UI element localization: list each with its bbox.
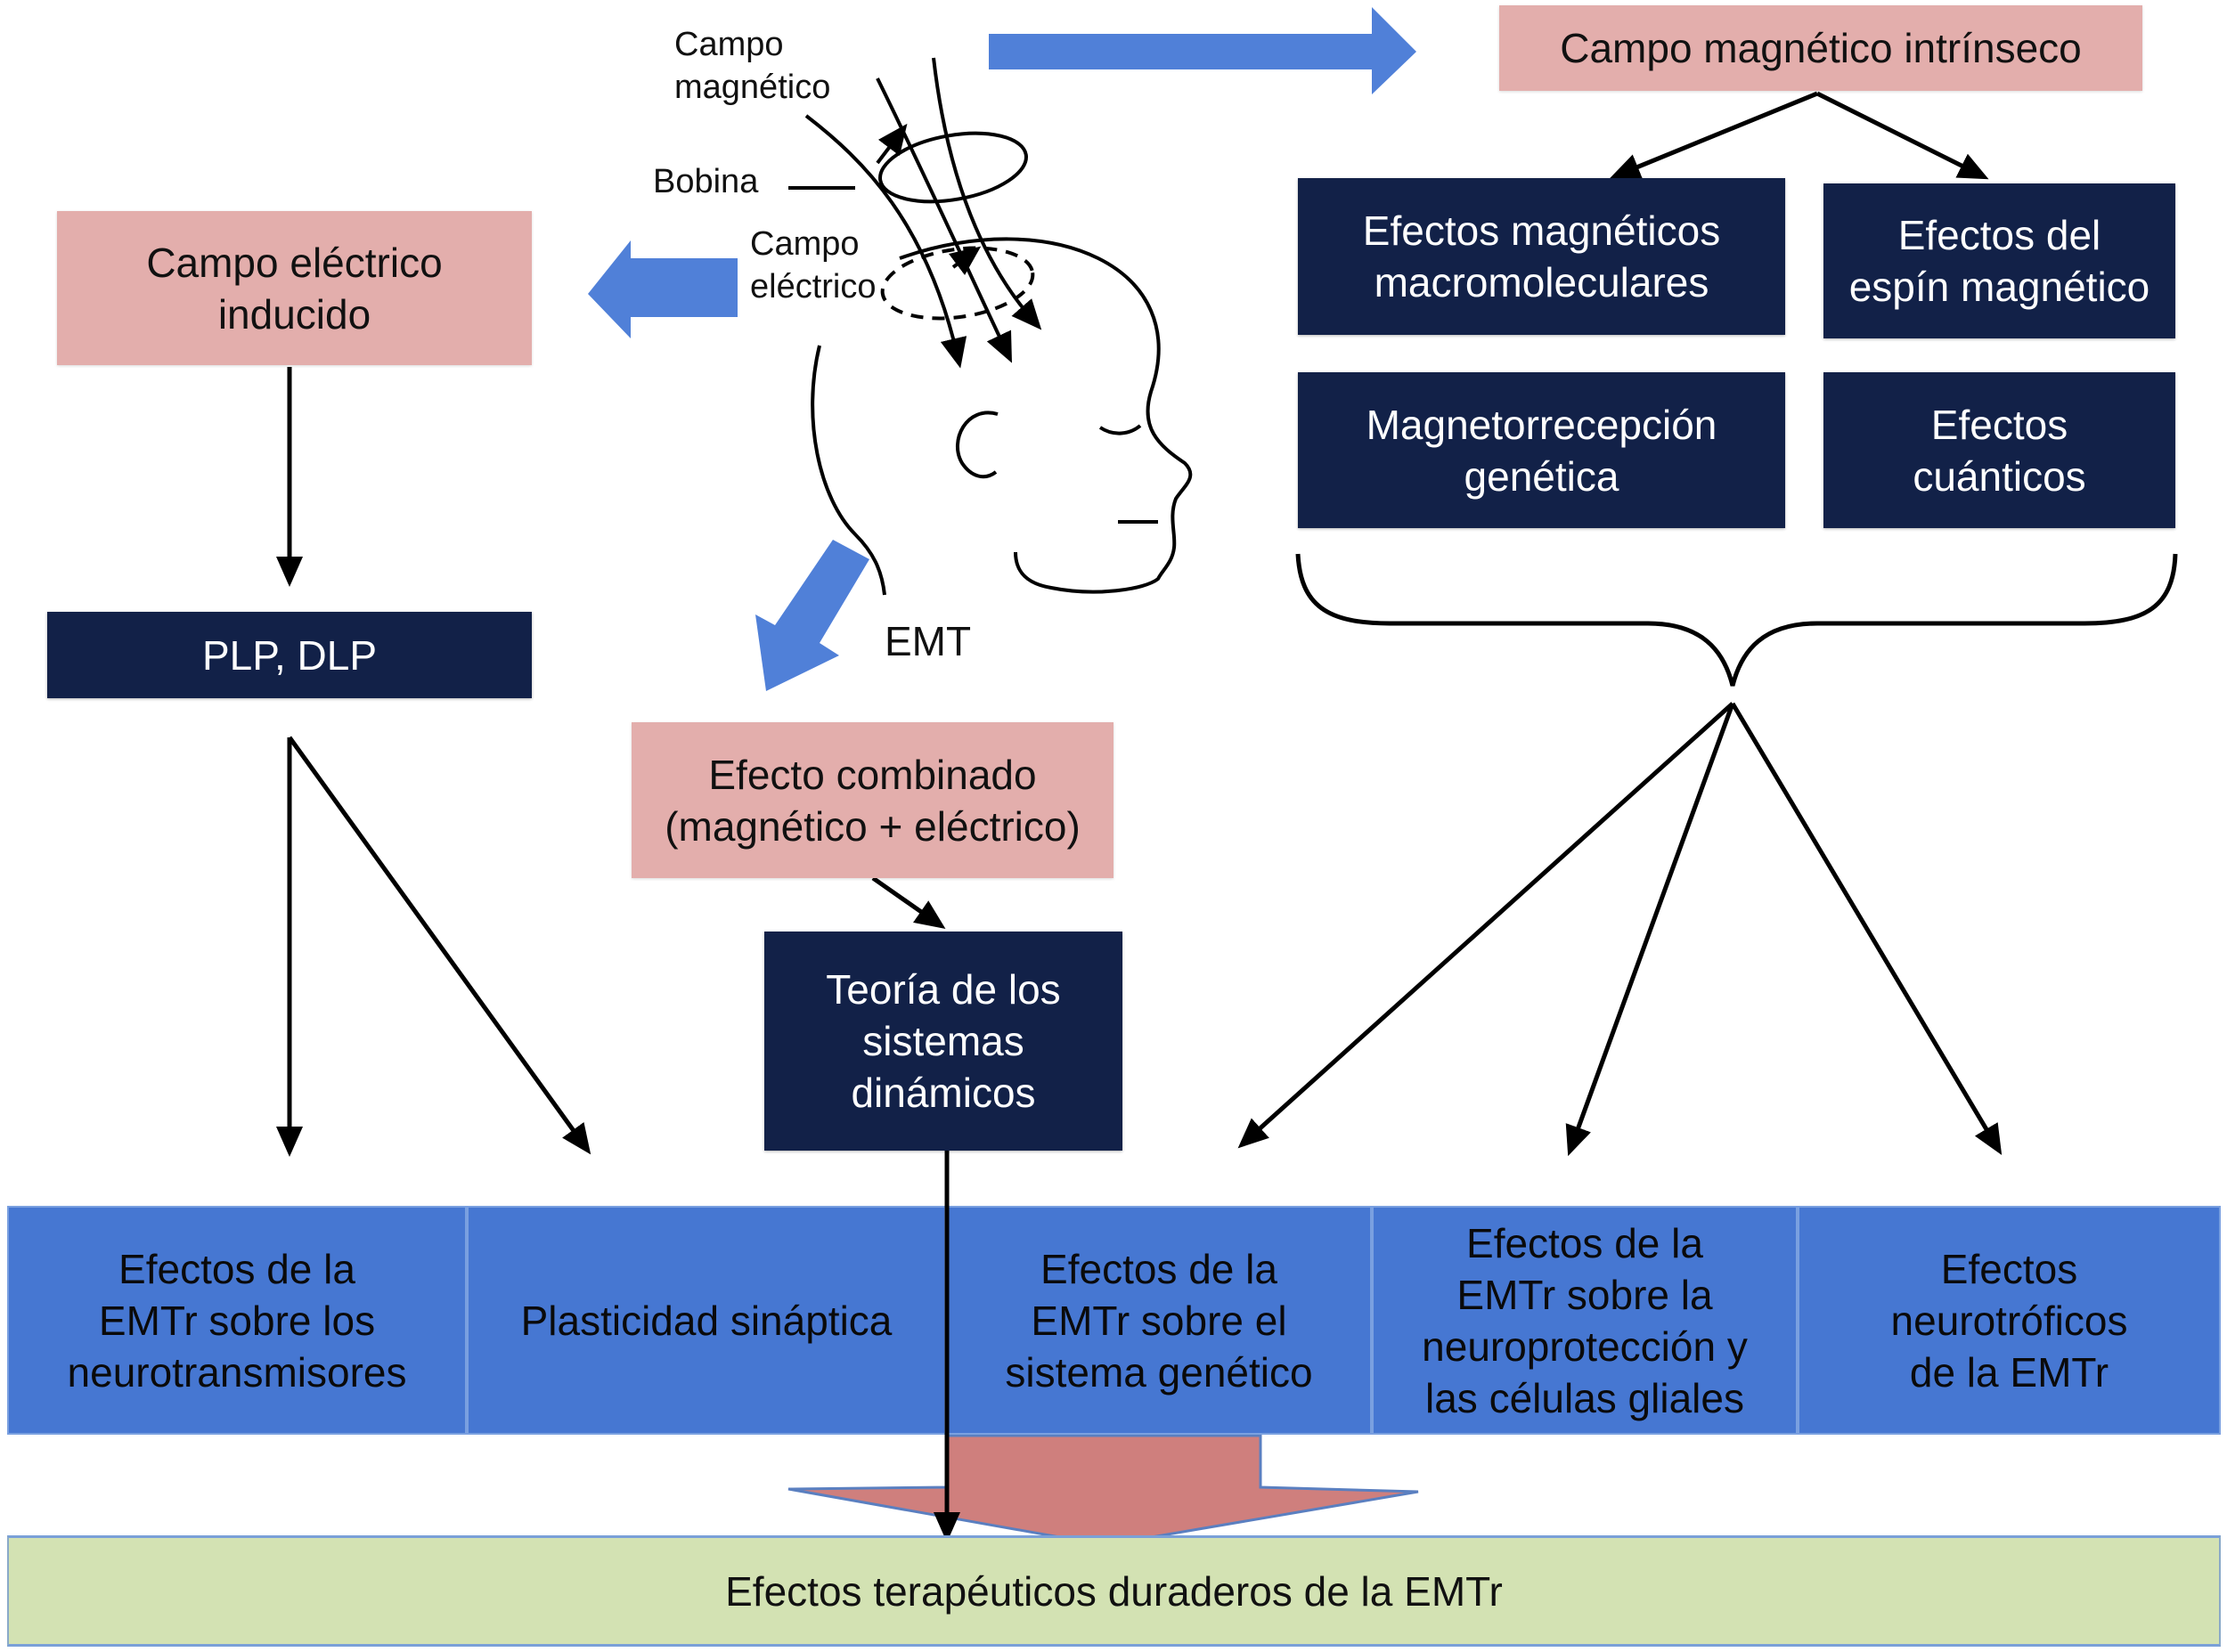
quantum-effects-box: Efectos cuánticos	[1823, 372, 2175, 528]
synaptic-plasticity-box: Plasticidad sináptica	[467, 1206, 946, 1435]
left-connectors	[276, 367, 946, 1157]
neuroprotection-glial-effects-box: Efectos de la EMTr sobre la neuroprotecc…	[1372, 1206, 1798, 1435]
blue-arrow-right	[989, 7, 1416, 94]
blue-arrow-down-left	[755, 540, 869, 691]
magnetic-spin-effects-box: Efectos del espín magnético	[1823, 183, 2175, 338]
combined-effect-box: Efecto combinado (magnético + eléctrico)	[632, 722, 1114, 878]
magnetic-field-label: Campo magnético	[674, 26, 831, 106]
neurotransmitters-effects-box: Efectos de la EMTr sobre los neurotransm…	[7, 1206, 467, 1435]
coil-label: Bobina	[653, 163, 759, 200]
dynamic-systems-theory-box: Teoría de los sistemas dinámicos	[764, 932, 1122, 1151]
genetic-system-effects-box: Efectos de la EMTr sobre el sistema gené…	[946, 1206, 1372, 1435]
plp-dlp-box: PLP, DLP	[47, 612, 532, 698]
intrinsic-magnetic-field-box: Campo magnético intrínseco	[1499, 5, 2142, 91]
lasting-therapeutic-effects-box: Efectos terapéuticos duraderos de la EMT…	[7, 1535, 2221, 1647]
blue-arrow-left	[588, 240, 738, 338]
top-right-connectors	[1237, 91, 2178, 1157]
neurotrophic-effects-box: Efectos neurotróficos de la EMTr	[1798, 1206, 2221, 1435]
genetic-magnetoreception-box: Magnetorrecepción genética	[1298, 372, 1785, 528]
head-illustration	[788, 57, 1193, 596]
induced-electric-field-box: Campo eléctrico inducido	[57, 211, 532, 365]
macromolecular-effects-box: Efectos magnéticos macromoleculares	[1298, 178, 1785, 335]
big-down-arrow	[787, 1434, 1419, 1547]
electric-field-label: Campo eléctrico	[750, 225, 877, 305]
emt-label: EMT	[885, 618, 972, 664]
